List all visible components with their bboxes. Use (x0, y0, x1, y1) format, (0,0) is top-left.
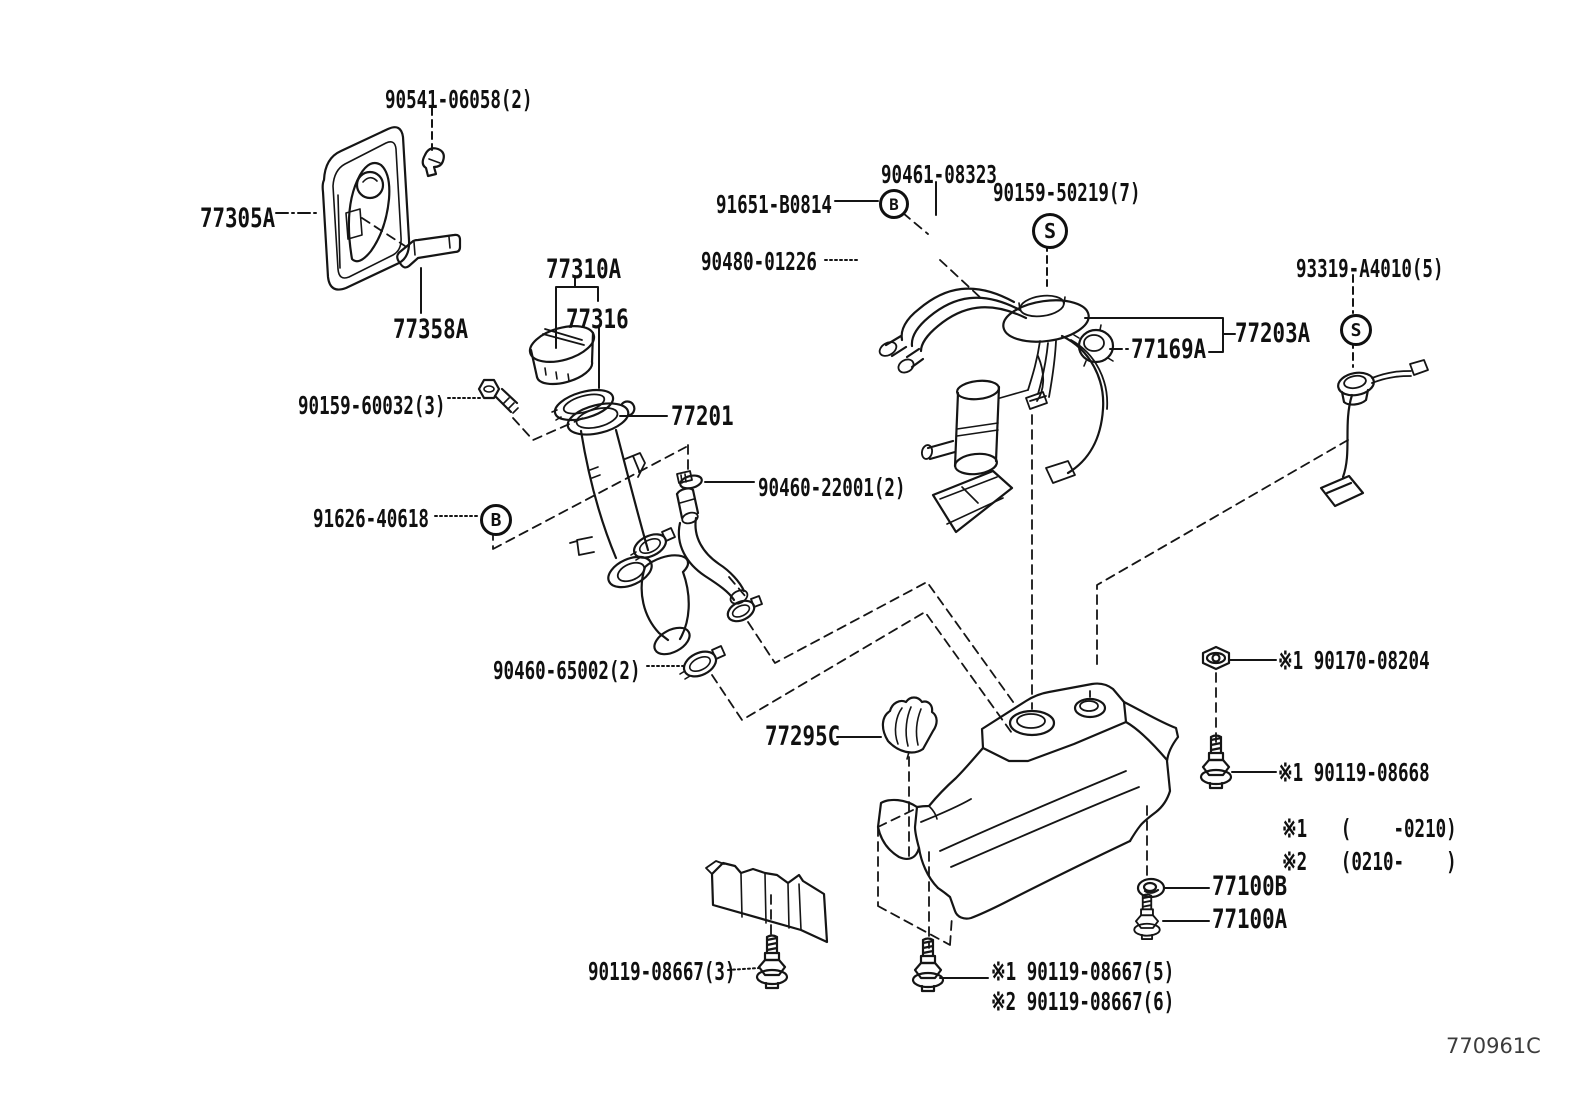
fuel-tank (876, 682, 1180, 920)
tank-band-bolt (911, 937, 945, 993)
leader-lines (275, 107, 1354, 979)
fuel-filler-pipe (566, 400, 653, 589)
filler-pipe-bolt (477, 378, 519, 414)
construction-lines (361, 212, 1349, 949)
tank-vent-grommet (881, 696, 938, 760)
diagram-code: 770961C (1446, 1034, 1541, 1058)
fuel-tank-cap (528, 325, 596, 386)
bolt-77100A (1133, 893, 1161, 940)
hose-clamp-90460-65002 (679, 645, 726, 680)
bolt-90119-08668 (1199, 734, 1233, 790)
nut-90170-08204 (1201, 645, 1231, 671)
shield-bolt (755, 934, 789, 990)
hose-clamp-upper (630, 527, 676, 561)
door-screw (421, 147, 445, 178)
breather-clamp-lower (726, 595, 763, 623)
door-hinge-bracket (396, 233, 462, 269)
tank-heat-shield (705, 860, 829, 944)
filler-hose (640, 554, 691, 656)
breather-hose (677, 516, 749, 605)
breather-pipe-stub (675, 487, 700, 525)
fuel-sender-gauge (1319, 359, 1429, 508)
washer-77100B (1136, 877, 1166, 899)
breather-clamp-90460-22001 (676, 470, 703, 490)
fuel-filler-door (321, 126, 411, 291)
cap-gasket (551, 388, 615, 422)
fuel-pump-assembly (878, 287, 1109, 534)
pump-lock-ring (1073, 324, 1115, 367)
